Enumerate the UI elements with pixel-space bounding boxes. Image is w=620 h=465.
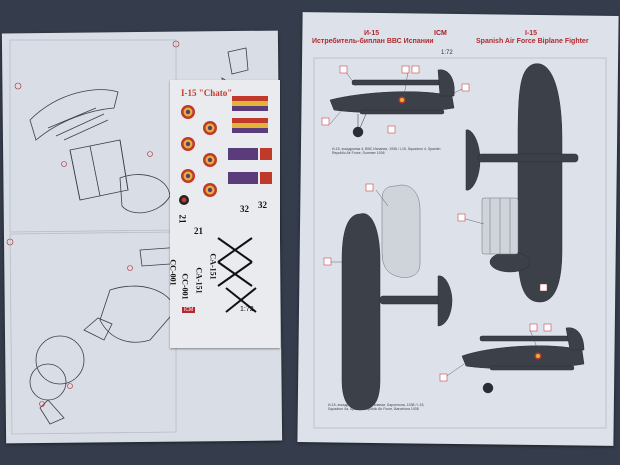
step2-border	[9, 231, 177, 435]
decal-brand-logo: ICM	[182, 307, 196, 313]
roundel-markings	[398, 96, 542, 360]
model-name-ru: И-15	[364, 30, 380, 37]
decal-black-crosses	[217, 237, 257, 313]
side-view-aircraft-1	[329, 69, 455, 138]
scheme-caption-bottom: И-15, эскадрилья 4a, ВВС Испании, Барсел…	[328, 403, 425, 411]
decal-code-ca151a: CA-151	[208, 253, 218, 280]
decal-code-cc001b: CC-001	[180, 273, 190, 300]
guide-border	[313, 57, 607, 429]
decal-code-32b: 32	[258, 200, 267, 210]
fuselage-half	[29, 89, 119, 141]
decal-code-ca151b: CA-151	[194, 267, 204, 294]
wing-panel-detail	[481, 197, 519, 255]
decal-roundels	[179, 105, 217, 205]
cowling-ring	[35, 335, 85, 385]
decal-code-21b: 21	[194, 226, 203, 236]
decal-code-21a: 21	[177, 214, 188, 224]
model-name-en: I-15	[525, 30, 538, 37]
aircraft-title-ru: Истребитель-биплан ВВС Испании	[312, 38, 434, 45]
decal-scale-label: 1:72	[240, 306, 254, 313]
top-view-aircraft-dark	[465, 63, 579, 303]
fuselage-ribs	[47, 107, 109, 141]
aircraft-title-en: Spanish Air Force Biplane Fighter	[476, 38, 589, 45]
decal-tail-flags	[228, 96, 272, 184]
brand-logo: ICM	[434, 30, 447, 37]
cockpit-frame-struts	[69, 139, 129, 201]
engine-block	[119, 174, 171, 214]
left-callouts	[6, 40, 180, 407]
decal-code-32a: 32	[240, 204, 249, 214]
scale-label: 1:72	[441, 50, 453, 56]
decal-code-cc001a: CC-001	[168, 259, 178, 286]
decal-title: I-15 "Chato"	[181, 88, 233, 98]
bottom-view-aircraft-dark	[341, 213, 453, 411]
seat-part	[227, 47, 249, 75]
scheme-caption-top: И-15, эскадрилья 4, ВВС Испании, 1936 / …	[332, 147, 441, 155]
bottom-view-upper-wing	[381, 184, 421, 278]
leader-lines	[329, 71, 543, 379]
engine-mount	[99, 285, 177, 343]
propeller-blade	[39, 399, 65, 425]
exhaust-part	[83, 317, 113, 341]
paint-callouts	[321, 65, 552, 382]
side-view-aircraft-2	[461, 327, 585, 394]
